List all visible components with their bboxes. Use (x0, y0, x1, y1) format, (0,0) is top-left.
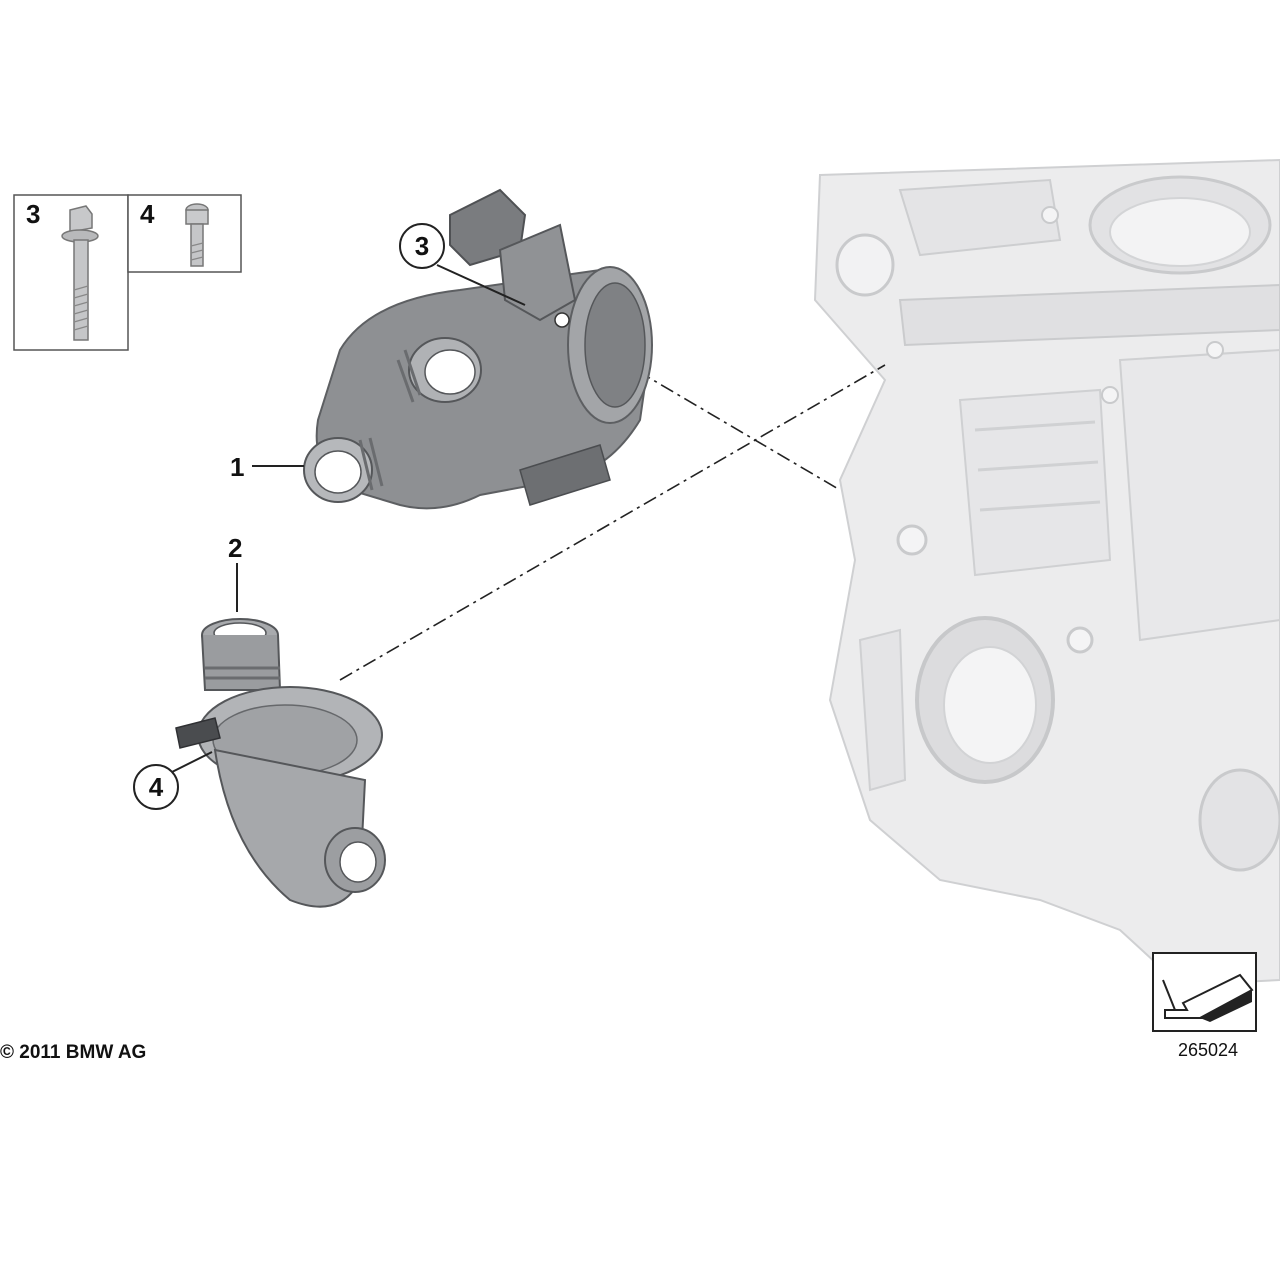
callout-part-3: 3 (415, 231, 429, 261)
callout-part-4: 4 (149, 772, 164, 802)
callout-circle-3 (399, 223, 445, 269)
long-bolt-icon (61, 205, 99, 341)
legend-label-bolt-a: 3 (26, 199, 40, 229)
thermostat-housing (175, 618, 386, 908)
view-direction-icon (1152, 952, 1257, 1032)
callout-part-2: 2 (228, 533, 242, 563)
callout-part-1: 1 (230, 452, 244, 482)
water-pump (303, 188, 653, 510)
diagram-number: 265024 (1178, 1040, 1238, 1060)
engine-block (813, 158, 1280, 987)
installation-lines (339, 329, 886, 681)
callout-labels: 1 2 3 4 (133, 223, 445, 810)
callout-circle-4 (133, 764, 179, 810)
legend-label-bolt-b: 4 (140, 199, 155, 229)
fastener-legend: 3 4 (13, 194, 242, 351)
short-bolt-icon (185, 203, 209, 267)
copyright-notice: © 2011 BMW AG (0, 1042, 146, 1063)
callout-leaders (171, 264, 526, 773)
